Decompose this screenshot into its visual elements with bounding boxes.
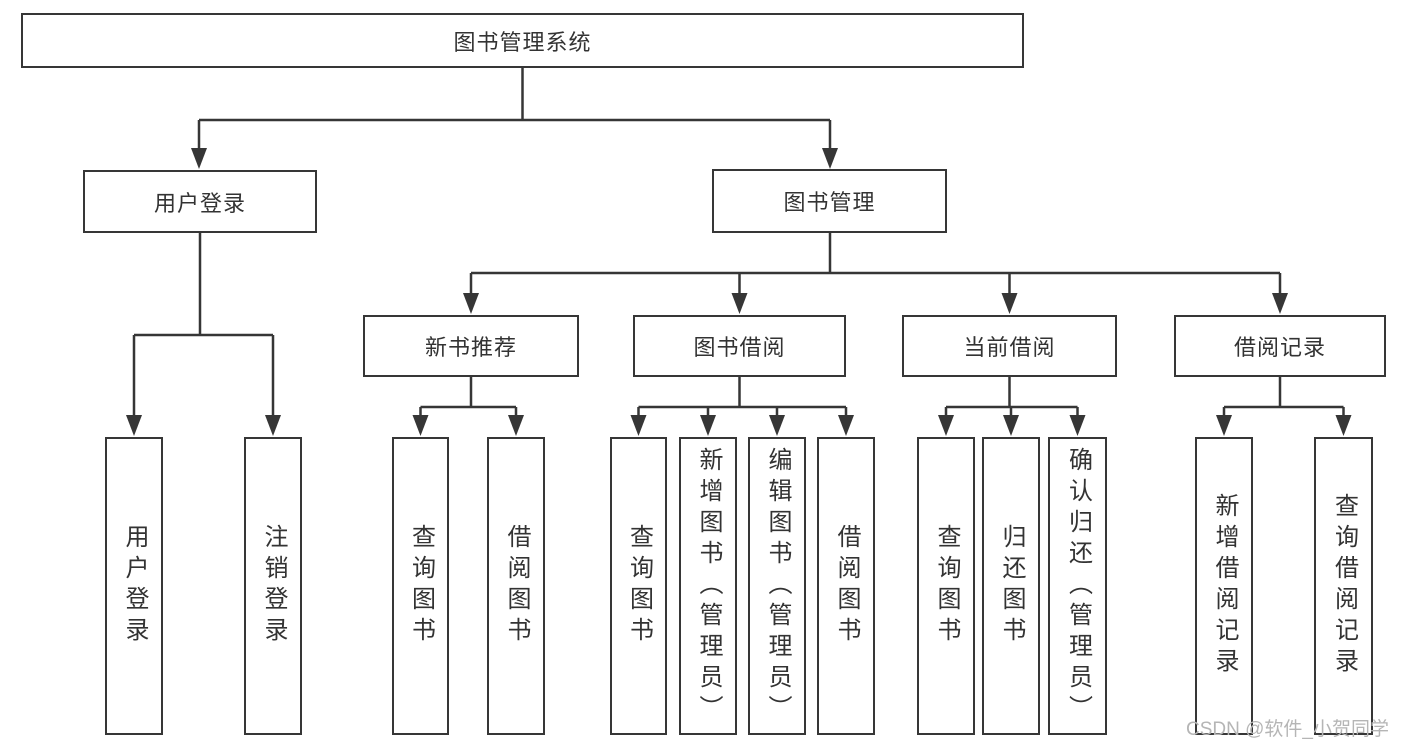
node-library-system: 图书管理系统 — [21, 13, 1024, 68]
arrowheads — [126, 148, 1352, 436]
node-label: 用户登录 — [121, 524, 148, 648]
leaf-logout-login: 注销登录 — [244, 437, 302, 735]
leaf-user-login: 用户登录 — [105, 437, 163, 735]
node-new-book-recommend: 新书推荐 — [363, 315, 579, 377]
node-label: 用户登录 — [153, 190, 246, 216]
node-book-management: 图书管理 — [712, 169, 947, 233]
leaf-query-borrow-record: 查询借阅记录 — [1314, 437, 1373, 735]
node-label: 查询图书 — [407, 524, 435, 648]
node-label: 确认归还（管理员） — [1064, 446, 1092, 726]
leaf-borrow-books-borrowing: 借阅图书 — [817, 437, 875, 735]
node-label: 查询图书 — [933, 524, 960, 648]
leaf-add-borrow-record: 新增借阅记录 — [1195, 437, 1253, 735]
leaf-add-books-admin: 新增图书（管理员） — [679, 437, 737, 735]
leaf-borrow-books-recommend: 借阅图书 — [487, 437, 545, 735]
leaf-return-books: 归还图书 — [982, 437, 1040, 735]
node-label: 归还图书 — [998, 524, 1025, 648]
node-borrowing-records: 借阅记录 — [1174, 315, 1386, 377]
node-label: 借阅图书 — [833, 524, 860, 648]
leaf-query-books-recommend: 查询图书 — [392, 437, 449, 735]
node-label: 借阅记录 — [1233, 335, 1326, 360]
csdn-watermark: CSDN @软件_小贺同学 — [1186, 719, 1389, 740]
node-book-borrowing: 图书借阅 — [633, 315, 846, 377]
node-label: 新增借阅记录 — [1211, 493, 1238, 679]
node-label: 新书推荐 — [424, 335, 517, 360]
node-label: 注销登录 — [260, 524, 287, 648]
leaf-query-books-current: 查询图书 — [917, 437, 975, 735]
node-label: 借阅图书 — [503, 524, 530, 648]
node-label: 查询图书 — [625, 524, 653, 648]
node-label: 编辑图书（管理员） — [764, 446, 791, 726]
leaf-confirm-return-admin: 确认归还（管理员） — [1048, 437, 1107, 735]
node-user-login: 用户登录 — [83, 170, 317, 233]
leaf-query-books-borrowing: 查询图书 — [610, 437, 667, 735]
node-label: 图书借阅 — [693, 335, 786, 360]
node-label: 查询借阅记录 — [1330, 493, 1358, 679]
leaf-edit-books-admin: 编辑图书（管理员） — [748, 437, 806, 735]
node-label: 图书管理系统 — [453, 29, 592, 55]
node-label: 当前借阅 — [963, 335, 1056, 360]
node-label: 新增图书（管理员） — [695, 446, 722, 726]
node-label: 图书管理 — [783, 190, 876, 215]
node-current-borrowing: 当前借阅 — [902, 315, 1117, 377]
